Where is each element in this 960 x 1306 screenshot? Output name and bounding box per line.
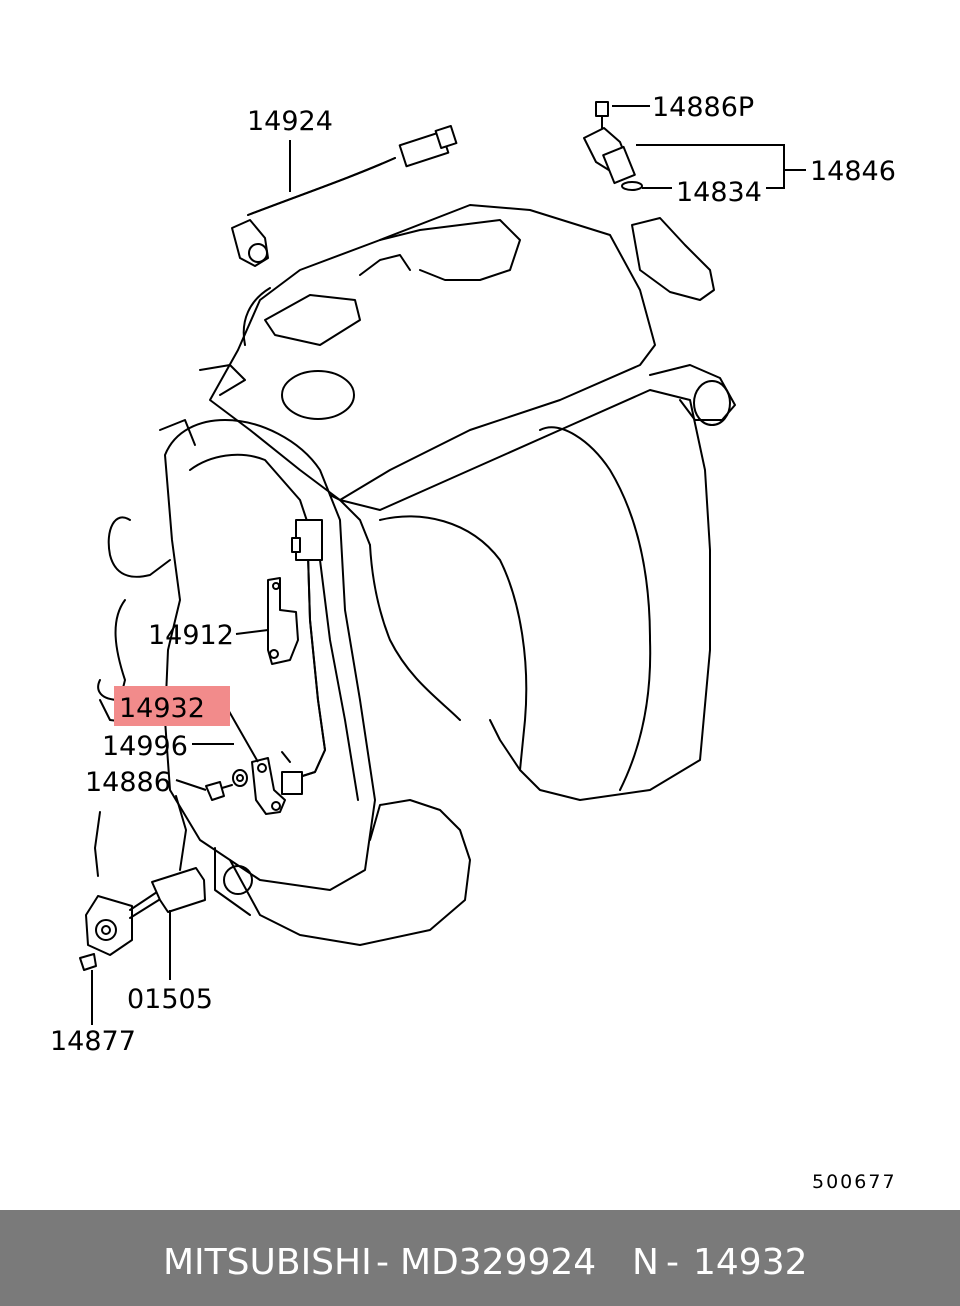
footer-ref-prefix: N (632, 1242, 659, 1283)
part-label-14834[interactable]: 14834 (676, 177, 762, 208)
footer-brand: MITSUBISHI (163, 1242, 372, 1283)
footer-bar: MITSUBISHI - MD329924 N - 14932 (0, 1210, 960, 1306)
footer-separator: - (376, 1242, 389, 1283)
footer-ref-number: 14932 (693, 1242, 808, 1283)
part-label-14877[interactable]: 14877 (50, 1026, 136, 1057)
part-14932-highlight (114, 686, 230, 726)
footer-ref-separator: - (666, 1242, 679, 1283)
part-label-14912[interactable]: 14912 (148, 620, 234, 651)
footer-part-number: MD329924 (400, 1242, 597, 1283)
part-01505-14877-drawing (79, 795, 206, 971)
engine-parts-diagram: 14924 14886P 14846 14834 14912 14932 149… (50, 92, 897, 1193)
part-14996-14886-drawing (205, 769, 248, 801)
part-14932-drawing (251, 519, 326, 815)
part-label-14846[interactable]: 14846 (810, 156, 896, 187)
part-label-14996[interactable]: 14996 (102, 731, 188, 762)
part-14846-drawing (583, 101, 643, 191)
diagram-reference-code: 500677 (812, 1171, 897, 1193)
part-label-14886[interactable]: 14886 (85, 767, 171, 798)
engine-block-drawing (97, 204, 736, 946)
part-label-14886P[interactable]: 14886P (652, 92, 754, 123)
part-14924-drawing (231, 124, 458, 267)
part-14912-drawing (267, 577, 299, 665)
part-label-14932[interactable]: 14932 (119, 693, 205, 724)
part-label-14924[interactable]: 14924 (247, 106, 333, 137)
part-label-01505[interactable]: 01505 (127, 984, 213, 1015)
